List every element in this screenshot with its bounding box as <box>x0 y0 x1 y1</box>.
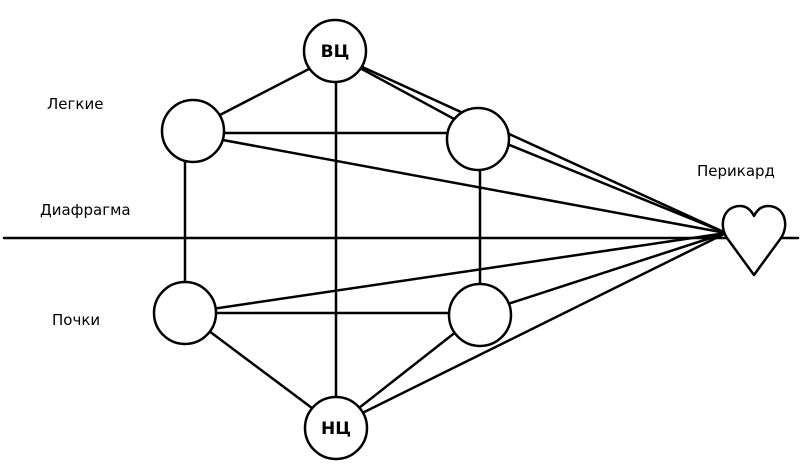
node-kidney-left <box>152 280 218 346</box>
node-upper-center <box>302 18 368 84</box>
heart-icon <box>721 204 787 277</box>
edge-nc-heart <box>334 231 728 428</box>
node-lung-left <box>160 98 226 164</box>
node-lower-center <box>303 395 369 461</box>
label-diaphragm: Диафрагма <box>40 201 131 219</box>
edge-kidney-left-heart <box>183 231 728 315</box>
label-pericardium: Перикард <box>697 162 775 180</box>
edge-lung-right-heart <box>478 131 728 235</box>
node-kidney-right <box>447 282 513 348</box>
edge-lung-left-heart <box>183 131 728 235</box>
label-lungs: Легкие <box>47 95 104 113</box>
edge-kidney-right-heart <box>478 231 728 315</box>
node-lower-center-label: НЦ <box>321 419 351 439</box>
label-kidneys: Почки <box>52 311 101 329</box>
edge-vc-heart <box>334 53 728 235</box>
node-upper-center-label: ВЦ <box>321 42 350 62</box>
node-lung-right <box>445 106 511 172</box>
